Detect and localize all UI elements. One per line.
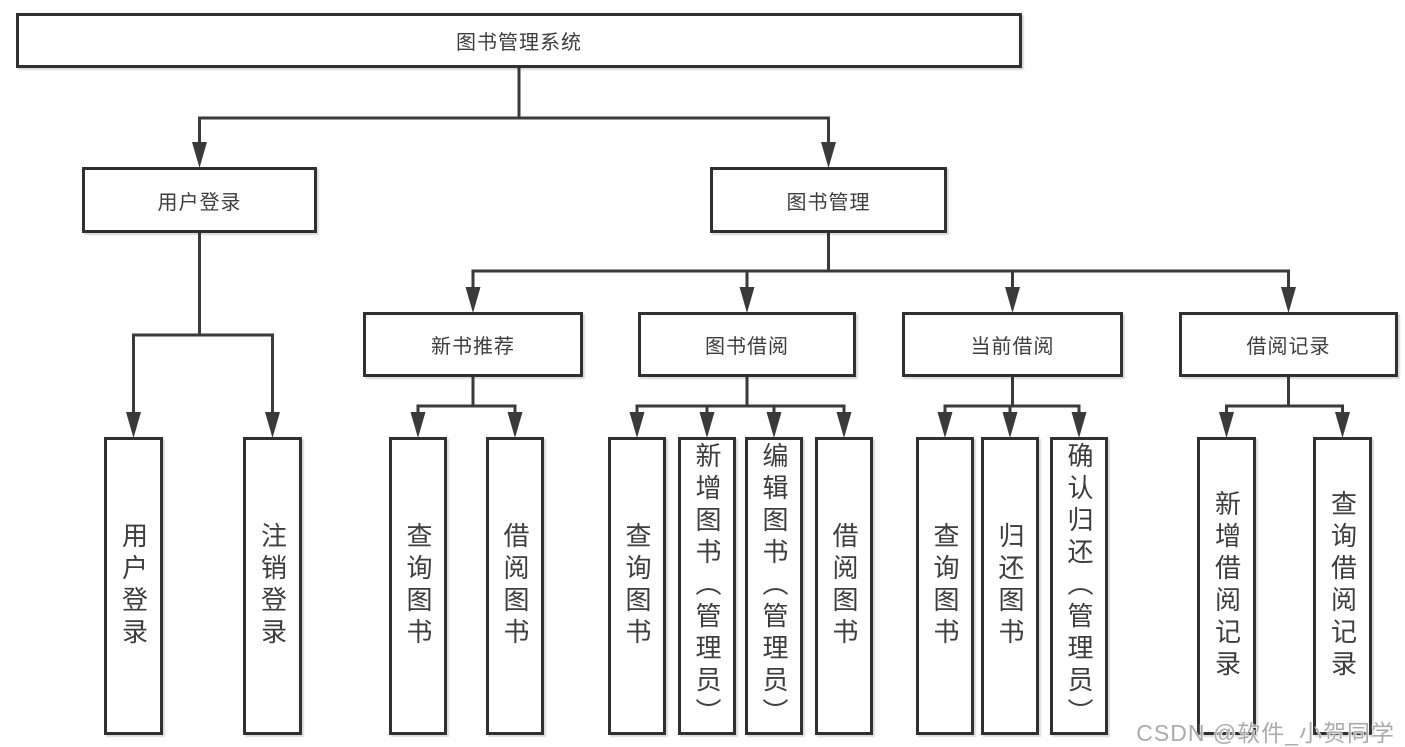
leaf-logout: 注销登录 xyxy=(243,437,302,735)
leaf-current-confirm-admin: 确认归还（管理员） xyxy=(1050,437,1108,735)
leaf-record-add-label: 新增借阅记录 xyxy=(1211,490,1242,682)
node-book-mgmt: 图书管理 xyxy=(710,167,947,233)
leaf-borrow-add-admin: 新增图书（管理员） xyxy=(678,437,736,735)
leaf-newbooks-query-label: 查询图书 xyxy=(403,522,433,650)
leaf-record-query: 查询借阅记录 xyxy=(1313,437,1372,735)
leaf-logout-label: 注销登录 xyxy=(257,522,288,650)
leaf-newbooks-borrow-label: 借阅图书 xyxy=(500,522,530,650)
leaf-current-return-label: 归还图书 xyxy=(995,522,1025,650)
leaf-borrow-query-label: 查询图书 xyxy=(622,522,652,650)
leaf-borrow-edit-admin-label: 编辑图书（管理员） xyxy=(759,442,789,730)
watermark: CSDN @软件_小贺同学 xyxy=(1136,720,1395,746)
node-book-borrow: 图书借阅 xyxy=(638,312,856,377)
leaf-newbooks-query: 查询图书 xyxy=(389,437,447,735)
node-current-borrow: 当前借阅 xyxy=(902,312,1123,377)
node-current-borrow-label: 当前借阅 xyxy=(970,336,1055,358)
node-new-books: 新书推荐 xyxy=(363,312,583,377)
leaf-current-query-label: 查询图书 xyxy=(930,522,960,650)
node-book-mgmt-label: 图书管理 xyxy=(786,191,871,214)
node-user-login-label: 用户登录 xyxy=(157,191,242,214)
leaf-user-login: 用户登录 xyxy=(104,437,163,735)
leaf-borrow-edit-admin: 编辑图书（管理员） xyxy=(745,437,803,735)
leaf-record-query-label: 查询借阅记录 xyxy=(1327,490,1358,682)
leaf-borrow-borrow: 借阅图书 xyxy=(815,437,873,735)
leaf-user-login-label: 用户登录 xyxy=(118,522,149,650)
leaf-borrow-borrow-label: 借阅图书 xyxy=(829,522,859,650)
leaf-record-add: 新增借阅记录 xyxy=(1197,437,1256,735)
node-borrow-records-label: 借阅记录 xyxy=(1246,336,1331,358)
leaf-newbooks-borrow: 借阅图书 xyxy=(486,437,544,735)
leaf-current-query: 查询图书 xyxy=(916,437,974,735)
leaf-current-return: 归还图书 xyxy=(981,437,1039,735)
leaf-borrow-query: 查询图书 xyxy=(608,437,666,735)
leaf-borrow-add-admin-label: 新增图书（管理员） xyxy=(692,442,722,730)
node-title-label: 图书管理系统 xyxy=(456,32,582,54)
node-title: 图书管理系统 xyxy=(16,13,1022,68)
leaf-current-confirm-admin-label: 确认归还（管理员） xyxy=(1064,442,1094,730)
node-new-books-label: 新书推荐 xyxy=(431,336,515,358)
node-book-borrow-label: 图书借阅 xyxy=(705,336,789,358)
node-user-login: 用户登录 xyxy=(82,167,317,233)
node-borrow-records: 借阅记录 xyxy=(1179,312,1398,377)
